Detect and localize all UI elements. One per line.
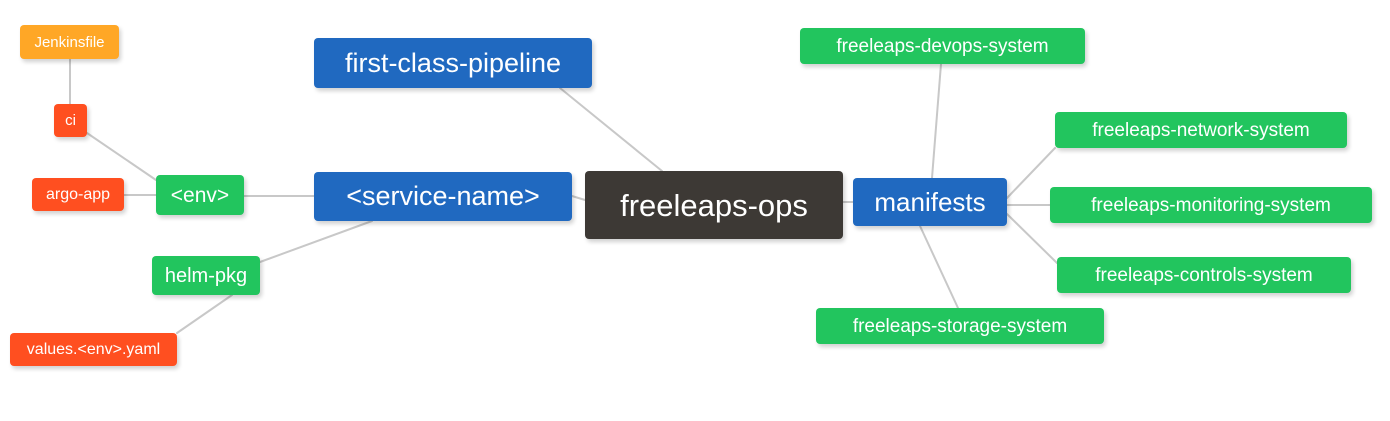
- node-label-freeleaps-storage-system: freeleaps-storage-system: [852, 315, 1068, 337]
- node-label-freeleaps-controls-system: freeleaps-controls-system: [1095, 264, 1313, 286]
- node-label-freeleaps-devops-system: freeleaps-devops-system: [836, 35, 1049, 57]
- edge-valuesyaml-helmpkg: [176, 294, 233, 334]
- edge-servicename-ops: [571, 195, 586, 201]
- edge-pipeline-ops: [559, 87, 663, 172]
- node-label-freeleaps-network-system: freeleaps-network-system: [1092, 119, 1310, 141]
- node-freeleaps-monitoring-system[interactable]: freeleaps-monitoring-system: [1050, 187, 1372, 223]
- edge-manifests-controls: [1006, 213, 1058, 264]
- node-label-env: <env>: [170, 183, 230, 207]
- node-helm-pkg[interactable]: helm-pkg: [152, 256, 260, 295]
- node-label-freeleaps-ops: freeleaps-ops: [620, 187, 808, 223]
- node-service-name[interactable]: <service-name>: [314, 172, 572, 221]
- node-label-values-yaml: values.<env>.yaml: [26, 340, 161, 358]
- node-argo-app[interactable]: argo-app: [32, 178, 124, 211]
- node-label-service-name: <service-name>: [346, 181, 540, 211]
- node-first-class-pipeline[interactable]: first-class-pipeline: [314, 38, 592, 88]
- node-label-manifests: manifests: [874, 187, 986, 217]
- node-label-first-class-pipeline: first-class-pipeline: [344, 47, 562, 78]
- edge-manifests-devops: [931, 63, 942, 179]
- node-jenkinsfile[interactable]: Jenkinsfile: [20, 25, 119, 59]
- node-label-argo-app: argo-app: [45, 185, 111, 203]
- node-freeleaps-network-system[interactable]: freeleaps-network-system: [1055, 112, 1347, 148]
- node-freeleaps-devops-system[interactable]: freeleaps-devops-system: [800, 28, 1085, 64]
- edge-ci-env: [86, 132, 157, 181]
- node-env[interactable]: <env>: [156, 175, 244, 215]
- edge-helmpkg-servicename: [259, 220, 373, 263]
- edge-manifests-storage: [919, 225, 959, 309]
- node-label-helm-pkg: helm-pkg: [164, 264, 248, 287]
- node-freeleaps-ops[interactable]: freeleaps-ops: [585, 171, 843, 239]
- node-label-jenkinsfile: Jenkinsfile: [34, 33, 105, 51]
- node-manifests[interactable]: manifests: [853, 178, 1007, 226]
- edge-manifests-network: [1006, 147, 1056, 199]
- node-freeleaps-storage-system[interactable]: freeleaps-storage-system: [816, 308, 1104, 344]
- node-values-yaml[interactable]: values.<env>.yaml: [10, 333, 177, 366]
- node-label-ci: ci: [65, 112, 76, 129]
- node-freeleaps-controls-system[interactable]: freeleaps-controls-system: [1057, 257, 1351, 293]
- node-label-freeleaps-monitoring-system: freeleaps-monitoring-system: [1091, 194, 1331, 216]
- node-ci[interactable]: ci: [54, 104, 87, 137]
